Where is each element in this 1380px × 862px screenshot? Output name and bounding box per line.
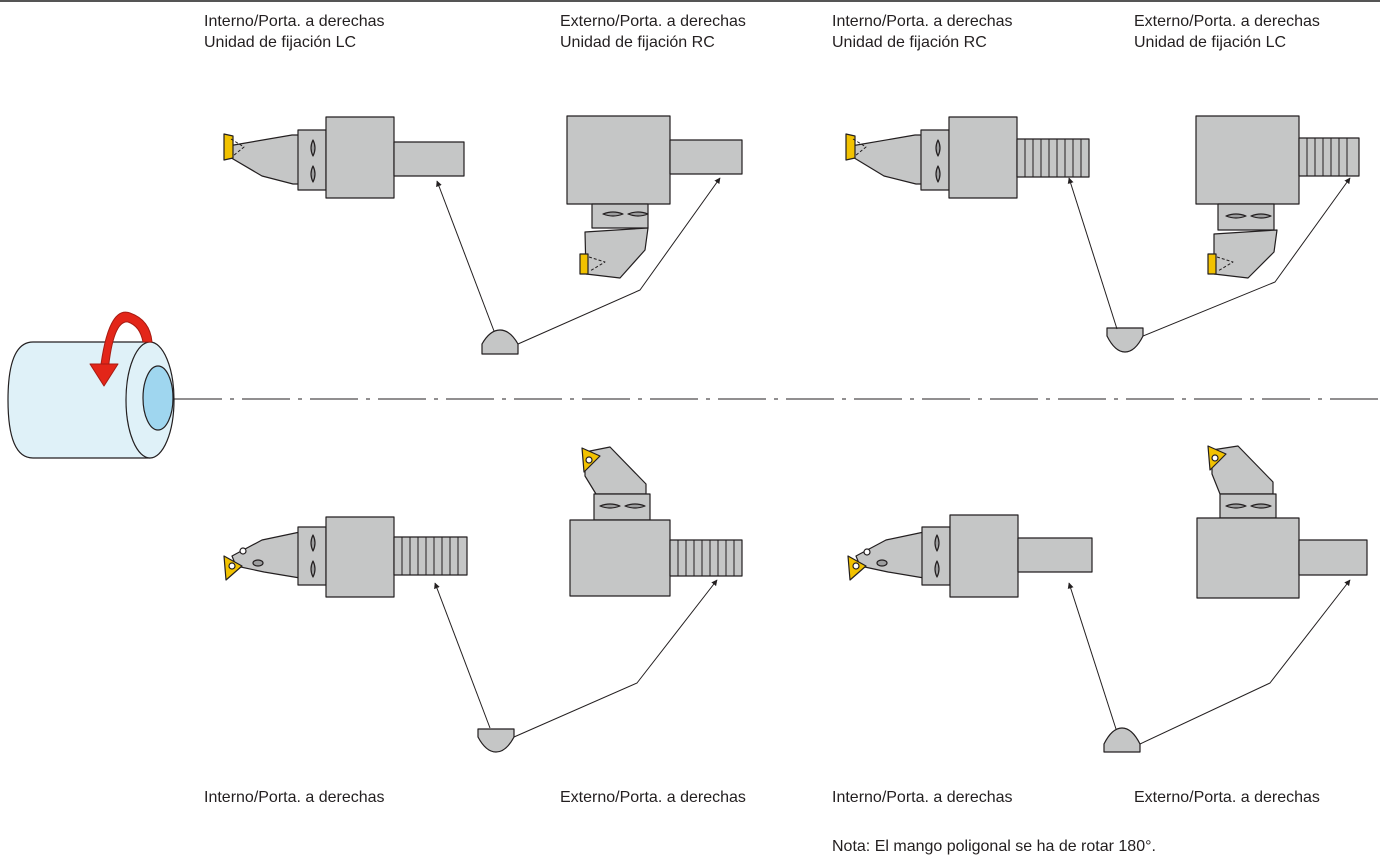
label-top-2: Externo/Porta. a derechas Unidad de fija… (560, 11, 746, 53)
label-top-2-line2: Unidad de fijación RC (560, 34, 715, 51)
label-bottom-1: Interno/Porta. a derechas (204, 789, 385, 806)
label-top-4: Externo/Porta. a derechas Unidad de fija… (1134, 11, 1320, 53)
segment-bottom-right (1067, 579, 1351, 753)
tool-external-bottom-right (1196, 445, 1368, 599)
tool-external-bottom-left (569, 446, 743, 597)
tool-external-top-lc (1195, 115, 1360, 279)
label-bottom-4: Externo/Porta. a derechas (1134, 789, 1320, 806)
label-top-1: Interno/Porta. a derechas Unidad de fija… (204, 11, 385, 53)
tool-internal-top-right (845, 116, 1090, 199)
label-top-3-line2: Unidad de fijación RC (832, 34, 987, 51)
note-text: Nota: El mango poligonal se ha de rotar … (832, 838, 1156, 855)
label-top-1-line2: Unidad de fijación LC (204, 34, 357, 51)
rotation-arrow-icon (89, 311, 153, 387)
label-top-4-line2: Unidad de fijación LC (1134, 34, 1287, 51)
label-top-3: Interno/Porta. a derechas Unidad de fija… (832, 11, 1013, 53)
tool-external-top-rc (566, 115, 743, 279)
label-top-1-line1: Interno/Porta. a derechas (204, 13, 385, 30)
top-border-line (0, 0, 1380, 2)
tool-internal-top-left (223, 116, 465, 199)
segment-top-right (1067, 177, 1351, 353)
label-top-4-line1: Externo/Porta. a derechas (1134, 13, 1320, 30)
label-bottom-2: Externo/Porta. a derechas (560, 789, 746, 806)
label-top-3-line1: Interno/Porta. a derechas (832, 13, 1013, 30)
label-bottom-3: Interno/Porta. a derechas (832, 789, 1013, 806)
tool-internal-bottom-right (847, 514, 1093, 598)
label-top-2-line1: Externo/Porta. a derechas (560, 13, 746, 30)
workpiece-cylinder (7, 341, 175, 459)
tool-internal-bottom-left (223, 516, 468, 598)
segment-bottom-left (434, 579, 718, 753)
segment-top-left (436, 177, 721, 355)
